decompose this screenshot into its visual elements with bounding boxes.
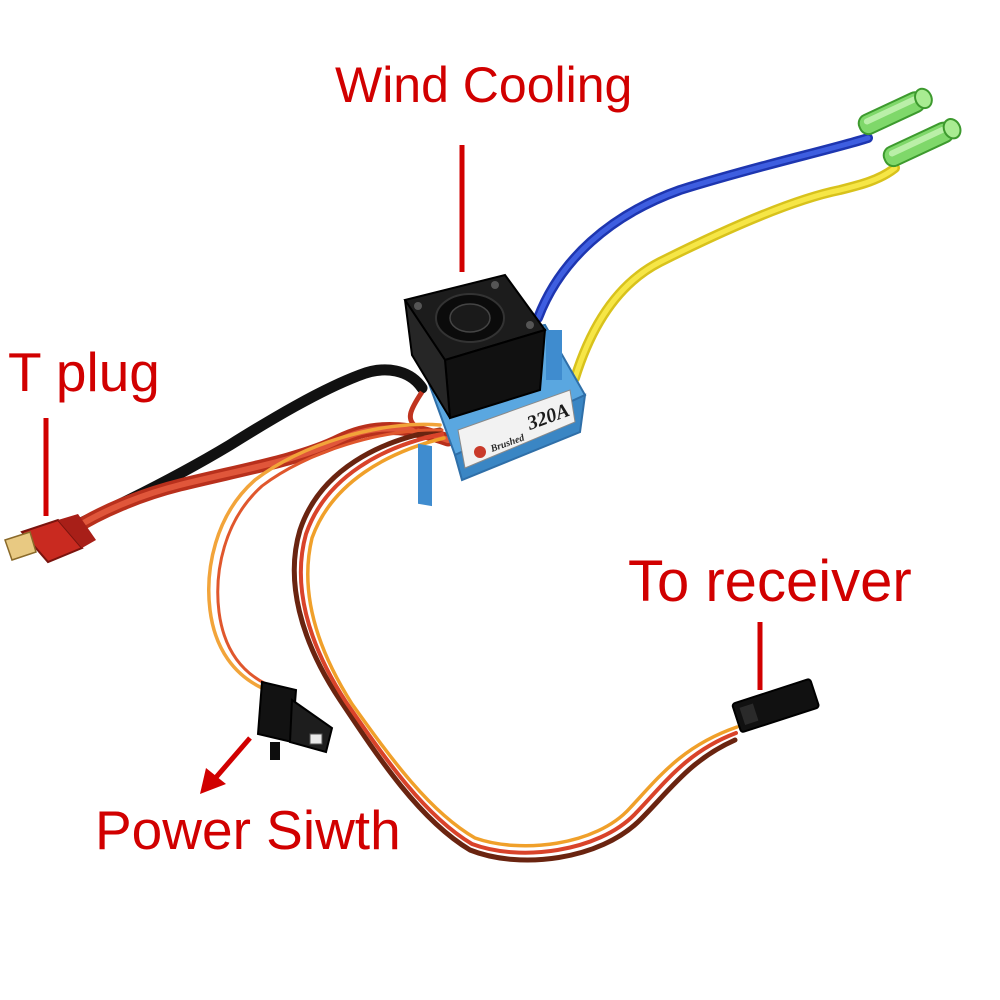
cooling-fan: [403, 273, 547, 420]
switch-lead-orange: [207, 422, 442, 690]
switch-lead-red: [216, 428, 444, 686]
bullet-connector-yellow: [882, 118, 962, 168]
to-receiver-label: To receiver: [628, 549, 912, 614]
yellow-motor-wire: [570, 163, 900, 383]
power-switch-arrow: [200, 736, 252, 794]
receiver-lead-orange: [306, 436, 739, 848]
bullet-connector-blue: [857, 87, 933, 136]
blue-motor-wire: [533, 133, 873, 323]
receiver-connector: [731, 678, 820, 733]
power-switch-body: [256, 680, 334, 760]
power-switch-label: Power Siwth: [95, 799, 401, 861]
t-plug-connector: [4, 514, 96, 564]
receiver-lead-brown: [291, 427, 738, 863]
receiver-lead-red: [298, 432, 738, 855]
t-plug-label: T plug: [8, 341, 160, 403]
wind-cooling-label: Wind Cooling: [335, 57, 633, 113]
